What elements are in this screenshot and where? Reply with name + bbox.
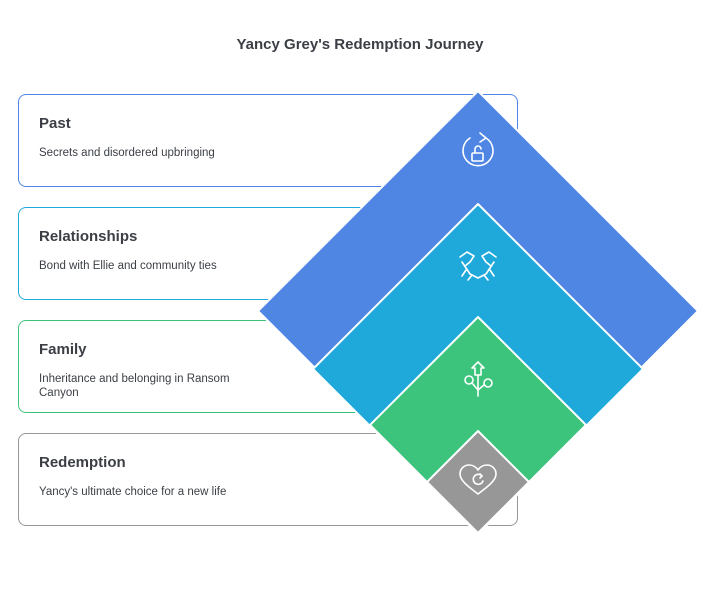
stage-label: Past bbox=[39, 115, 71, 132]
family-tree-icon bbox=[464, 361, 493, 397]
stage-label: Relationships bbox=[39, 228, 138, 245]
stage-label: Family bbox=[39, 341, 87, 358]
stage-description: Secrets and disordered upbringing bbox=[39, 147, 215, 159]
handshake-icon bbox=[459, 251, 497, 281]
stage-label: Redemption bbox=[39, 454, 126, 471]
diagram-title: Yancy Grey's Redemption Journey bbox=[236, 36, 484, 53]
heart-refresh-icon bbox=[459, 464, 497, 495]
stage-description: Bond with Ellie and community ties bbox=[39, 260, 217, 272]
stage-description: Inheritance and belonging in Ransom Cany… bbox=[39, 373, 230, 399]
stage-description: Yancy's ultimate choice for a new life bbox=[39, 486, 227, 498]
diamond-layer-redemption bbox=[426, 430, 530, 534]
unlock-refresh-icon bbox=[462, 132, 494, 167]
